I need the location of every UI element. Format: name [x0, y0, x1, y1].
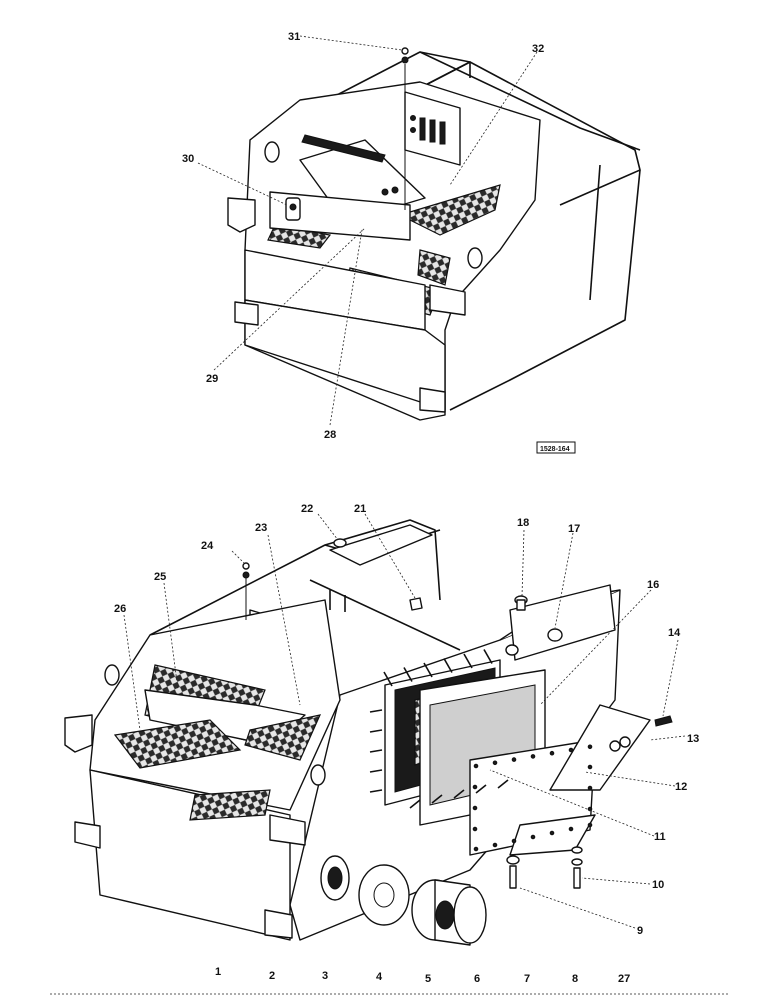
callout-25: 25	[154, 571, 166, 583]
callout-21: 21	[354, 503, 366, 515]
bottom-number-1: 1	[215, 966, 221, 978]
bolt-hole	[549, 750, 555, 756]
bolt-hole	[587, 744, 593, 750]
upper-frame-assembly	[227, 47, 641, 421]
bottom-number-4: 4	[376, 971, 383, 983]
studs-group	[369, 649, 509, 809]
callout-9: 9	[637, 925, 643, 937]
bolt-hole	[472, 826, 478, 832]
nut	[401, 56, 409, 64]
bottom-number-5: 5	[425, 973, 431, 985]
stud	[431, 794, 443, 804]
bolt-hole	[530, 834, 536, 840]
callout-11: 11	[654, 831, 666, 843]
lug	[419, 387, 446, 413]
bolt-hole	[587, 822, 593, 828]
callout-17: 17	[568, 523, 580, 535]
drawing-code-box	[536, 441, 576, 454]
stud	[369, 749, 383, 753]
callout-22: 22	[301, 503, 313, 515]
lower-frame-assembly	[64, 519, 673, 946]
stud	[475, 784, 487, 794]
bolt-hole	[492, 842, 498, 848]
stud	[369, 769, 383, 773]
callout-26: 26	[114, 603, 126, 615]
screw	[654, 715, 673, 727]
lifting-eye	[264, 141, 280, 163]
washer	[571, 846, 583, 854]
drawing-code: 1528-164	[540, 446, 570, 453]
callout-30: 30	[182, 153, 194, 165]
washer	[401, 47, 409, 55]
lug	[234, 301, 259, 326]
bottom-number-row: 1 2 3 4 5 6 7 8 27	[215, 966, 630, 985]
top-housing-plate	[509, 584, 616, 661]
bolt-hole	[473, 846, 479, 852]
cover-bolts-group	[472, 744, 593, 852]
stud	[453, 789, 465, 799]
bolt-hole	[587, 785, 593, 791]
callout-12: 12	[675, 781, 687, 793]
toothed-strip	[301, 134, 386, 163]
stud	[383, 671, 393, 687]
bolt	[573, 867, 581, 889]
callout-24: 24	[201, 540, 214, 552]
hub-face	[453, 886, 487, 944]
stud	[443, 658, 453, 673]
stud	[369, 729, 383, 733]
breather	[547, 628, 563, 642]
slot	[439, 121, 446, 145]
step-plate-upper	[398, 184, 501, 236]
stud	[463, 653, 473, 669]
front-box	[244, 299, 446, 411]
stud	[497, 779, 509, 789]
bolt-hole	[568, 826, 574, 832]
bolt-hole	[568, 747, 574, 753]
lug	[227, 197, 256, 233]
cap	[333, 538, 347, 548]
callout-16: 16	[647, 579, 659, 591]
callout-10: 10	[652, 879, 664, 891]
stud	[423, 662, 433, 678]
bottom-number-3: 3	[322, 970, 328, 982]
bolt-hole	[472, 784, 478, 790]
bottom-number-6: 6	[474, 973, 480, 985]
callout-18: 18	[517, 517, 529, 529]
stud	[483, 649, 493, 664]
bolt-hole	[530, 754, 536, 759]
callout-29: 29	[206, 373, 218, 385]
lifting-eye	[467, 247, 483, 269]
bottom-number-8: 8	[572, 973, 578, 985]
bracket-plate	[269, 191, 411, 241]
bolt-hole	[587, 764, 593, 770]
stud	[409, 799, 421, 809]
bolt-hole	[549, 830, 555, 836]
clamp	[409, 597, 423, 611]
bolt-hole	[473, 763, 479, 769]
callout-14: 14	[668, 627, 681, 639]
top-plate	[329, 524, 433, 566]
callout-23: 23	[255, 522, 267, 534]
bolt-hole	[511, 838, 517, 844]
bottom-number-2: 2	[269, 970, 275, 982]
bolt-hole	[511, 757, 517, 762]
bottom-number-7: 7	[524, 973, 530, 985]
slot	[419, 117, 426, 141]
lug	[429, 284, 466, 316]
callout-32: 32	[532, 43, 544, 55]
callout-13: 13	[687, 733, 699, 745]
stud	[403, 667, 413, 682]
bolt	[509, 865, 517, 889]
bottom-number-27: 27	[618, 973, 630, 985]
bolt-hole	[472, 805, 478, 811]
stud	[369, 709, 383, 713]
callout-31: 31	[288, 31, 300, 43]
callout-28: 28	[324, 429, 336, 441]
slot	[429, 119, 436, 143]
bolt-hole	[492, 760, 498, 766]
stud	[369, 789, 383, 793]
